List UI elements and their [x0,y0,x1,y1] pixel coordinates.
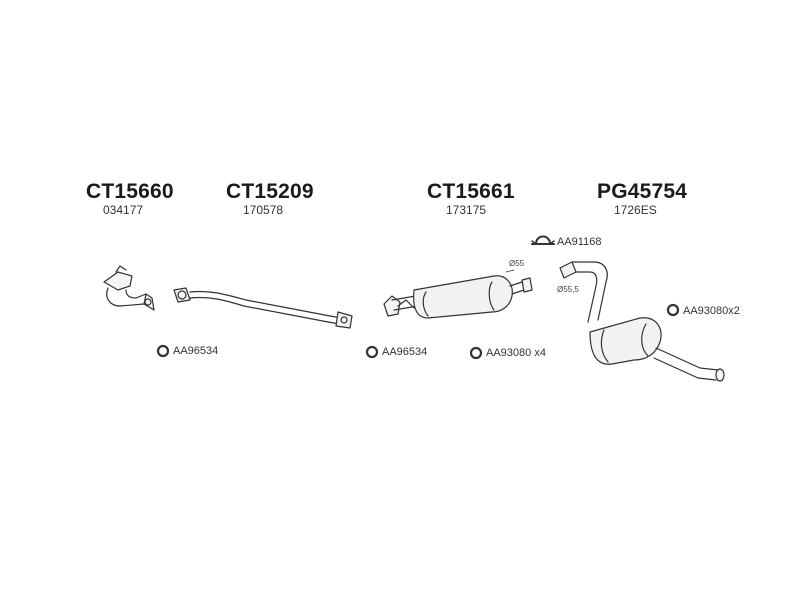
part-ref-1: 034177 [103,203,144,217]
part-ref-4: 1726ES [614,203,657,217]
part-code-1: CT15660 [86,180,174,203]
ring-label-2: AA96534 [382,346,428,358]
diameter-label-1: Ø55 [509,259,525,268]
ring-label-4: AA93080x2 [683,305,740,317]
part-ref-3: 173175 [446,203,487,217]
rubber-ring-icon [666,303,680,317]
rubber-ring-icon [469,346,483,360]
ring-label-1: AA96534 [173,345,219,357]
rear-silencer [559,261,725,382]
diameter-label-2: Ø55,5 [557,285,579,294]
rubber-ring-icon [365,345,379,359]
part-code-3: CT15661 [427,180,515,203]
clamp-icon [531,235,555,245]
centre-silencer [383,269,533,319]
part-code-4: PG45754 [597,180,688,203]
rubber-ring-icon [156,344,170,358]
intermediate-pipe [173,287,353,329]
part-code-2: CT15209 [226,180,314,203]
clamp-label: AA91168 [557,236,602,248]
part-ref-2: 170578 [243,203,284,217]
ring-label-3: AA93080 x4 [486,347,546,359]
front-elbow-pipe [103,265,155,311]
